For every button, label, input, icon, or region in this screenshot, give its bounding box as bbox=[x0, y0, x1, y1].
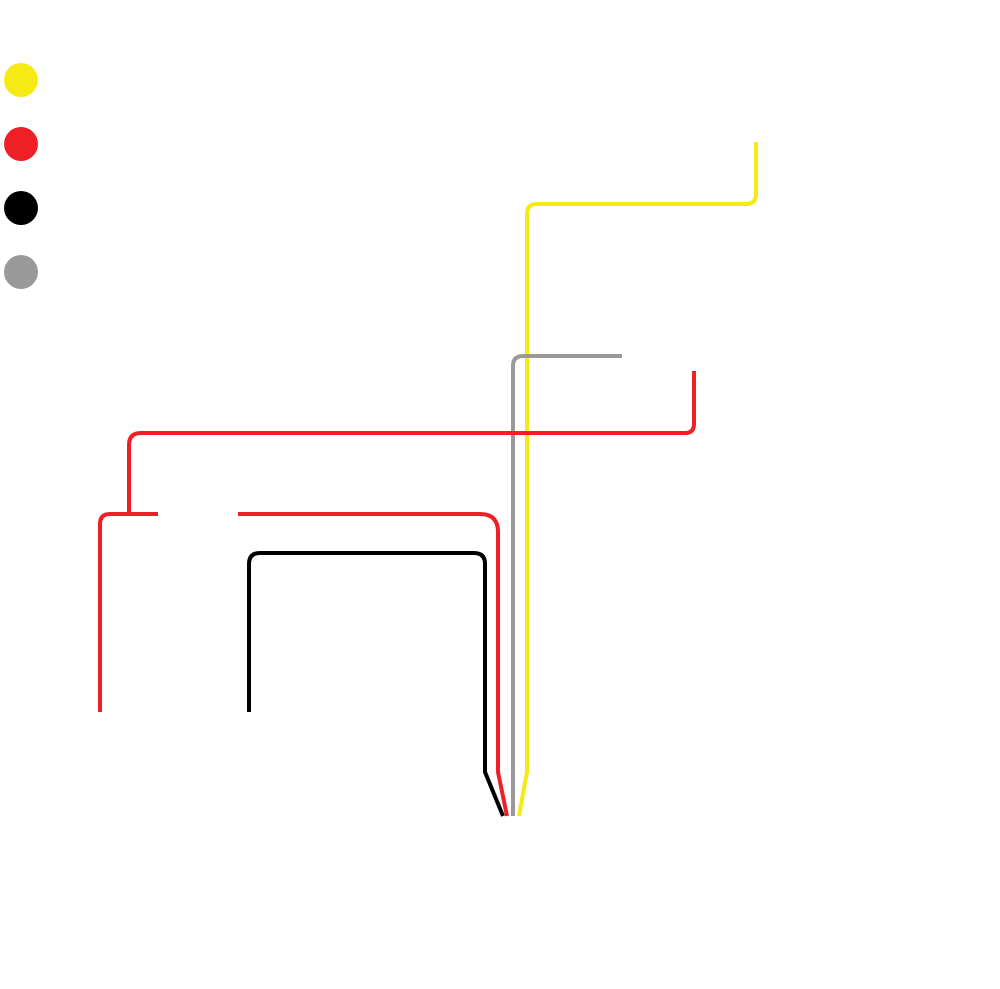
legend bbox=[4, 63, 38, 289]
legend-swatch-yellow bbox=[4, 63, 38, 97]
wire-red-lower-right bbox=[238, 512, 509, 817]
wire-black bbox=[247, 551, 505, 817]
legend-swatch-gray bbox=[4, 255, 38, 289]
legend-swatch-red bbox=[4, 127, 38, 161]
wire-yellow bbox=[517, 142, 758, 817]
wire-red-lower-left bbox=[98, 512, 158, 712]
wires bbox=[98, 142, 758, 817]
wire-red-upper bbox=[127, 371, 696, 514]
legend-swatch-black bbox=[4, 191, 38, 225]
wire-gray bbox=[511, 354, 622, 816]
